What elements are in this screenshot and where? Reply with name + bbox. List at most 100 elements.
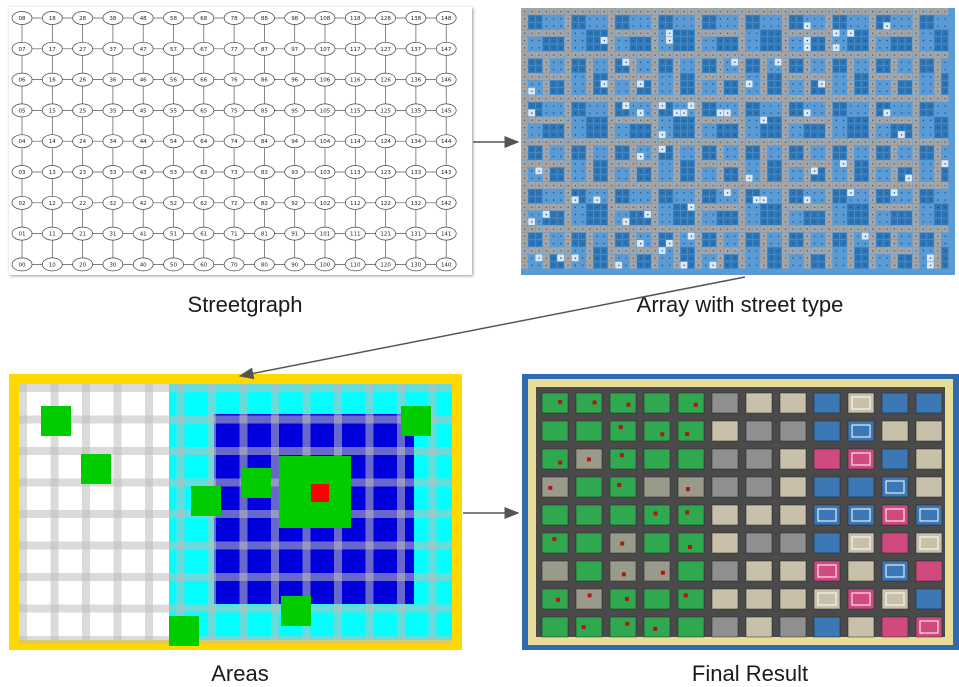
- graph-node-label: 53: [170, 170, 177, 176]
- array-cell-dot: [821, 76, 822, 77]
- array-cell-dot: [814, 69, 815, 70]
- array-cell-dot: [770, 243, 771, 244]
- array-cell-dot: [821, 112, 822, 113]
- array-cell-dot: [814, 11, 815, 12]
- array-cell-dot: [930, 25, 931, 26]
- array-cell-dot: [589, 199, 590, 200]
- array-cell-dot: [872, 250, 873, 251]
- array-cell-dot: [575, 54, 576, 55]
- array-cell-dot: [720, 141, 721, 142]
- areas-street: [19, 573, 452, 581]
- array-cell-dot: [676, 98, 677, 99]
- array-cell-dot: [741, 192, 742, 193]
- array-cell-dot: [857, 192, 858, 193]
- array-cell-dot: [923, 120, 924, 121]
- array-cell-dot: [937, 11, 938, 12]
- array-cell-dot: [524, 18, 525, 19]
- array-cell-dot: [683, 236, 684, 237]
- array-cell-dot: [915, 163, 916, 164]
- array-cell-dot: [749, 33, 750, 34]
- array-cell-dot: [770, 199, 771, 200]
- array-cell-dot: [669, 33, 670, 34]
- array-cell-dot: [857, 62, 858, 63]
- array-cell-dot: [807, 40, 808, 41]
- array-cell-dot: [923, 221, 924, 222]
- array-cell-dot: [712, 91, 713, 92]
- array-cell-dot: [828, 40, 829, 41]
- graph-node: 54: [164, 135, 184, 148]
- array-cell-dot: [604, 25, 605, 26]
- array-cell-dot: [596, 83, 597, 84]
- array-cell-dot: [720, 236, 721, 237]
- array-cell-dot: [843, 98, 844, 99]
- array-cell-dot: [734, 69, 735, 70]
- array-cell-dot: [669, 250, 670, 251]
- array-cell-dot: [886, 199, 887, 200]
- array-cell-dot: [691, 18, 692, 19]
- array-cell-dot: [524, 54, 525, 55]
- array-cell-dot: [821, 228, 822, 229]
- array-cell-dot: [901, 18, 902, 19]
- array-cell-dot: [778, 221, 779, 222]
- array-cell-dot: [915, 18, 916, 19]
- array-cell-dot: [683, 40, 684, 41]
- array-cell-dot: [662, 105, 663, 106]
- array-cell-dot: [836, 98, 837, 99]
- array-cell-dot: [734, 170, 735, 171]
- array-cell-dot: [712, 199, 713, 200]
- array-cell-dot: [828, 149, 829, 150]
- array-cell-dot: [720, 134, 721, 135]
- array-cell-dot: [865, 236, 866, 237]
- array-cell-dot: [567, 243, 568, 244]
- graph-node-label: 60: [200, 262, 207, 268]
- array-cell-dot: [937, 170, 938, 171]
- array-cell-dot: [749, 243, 750, 244]
- array-cell-dot: [879, 199, 880, 200]
- array-cell-dot: [625, 98, 626, 99]
- array-cell-dot: [821, 265, 822, 266]
- array-cell-dot: [756, 54, 757, 55]
- array-cell-dot: [937, 91, 938, 92]
- array-cell-dot: [749, 207, 750, 208]
- array-cell-dot: [865, 11, 866, 12]
- final-building-dot: [685, 510, 689, 514]
- array-cell-dot: [865, 250, 866, 251]
- array-cell-dot: [560, 76, 561, 77]
- array-cell-dot: [618, 11, 619, 12]
- array-cell-dot: [879, 163, 880, 164]
- array-cell-dot: [712, 54, 713, 55]
- array-cell-dot: [567, 105, 568, 106]
- array-cell-dot: [589, 149, 590, 150]
- array-cell-dot: [669, 192, 670, 193]
- array-cell-dot: [944, 149, 945, 150]
- array-cell-dot: [676, 214, 677, 215]
- array-cell-dot: [604, 265, 605, 266]
- array-cell-dot: [524, 141, 525, 142]
- array-cell-dot: [814, 40, 815, 41]
- array-cell-dot: [850, 207, 851, 208]
- array-cell-dot: [886, 91, 887, 92]
- array-cell-dot: [915, 105, 916, 106]
- array-cell-dot: [944, 98, 945, 99]
- array-cell-dot: [625, 11, 626, 12]
- final-city-block: [678, 505, 704, 525]
- array-cell-dot: [930, 257, 931, 258]
- graph-node-label: 133: [411, 170, 422, 176]
- array-cell-dot: [618, 47, 619, 48]
- array-cell-dot: [546, 105, 547, 106]
- array-cell-dot: [582, 170, 583, 171]
- array-cell-dot: [625, 192, 626, 193]
- array-cell-dot: [582, 47, 583, 48]
- graph-node: 58: [164, 12, 184, 25]
- array-cell-dot: [662, 170, 663, 171]
- graph-node-label: 141: [441, 232, 452, 238]
- array-cell-dot: [712, 156, 713, 157]
- array-cell-dot: [850, 40, 851, 41]
- array-cell-dot: [705, 54, 706, 55]
- array-cell-dot: [756, 11, 757, 12]
- array-cell-dot: [770, 163, 771, 164]
- array-cell-dot: [662, 199, 663, 200]
- array-cell-dot: [923, 18, 924, 19]
- array-cell-dot: [930, 243, 931, 244]
- array-cell-dot: [850, 214, 851, 215]
